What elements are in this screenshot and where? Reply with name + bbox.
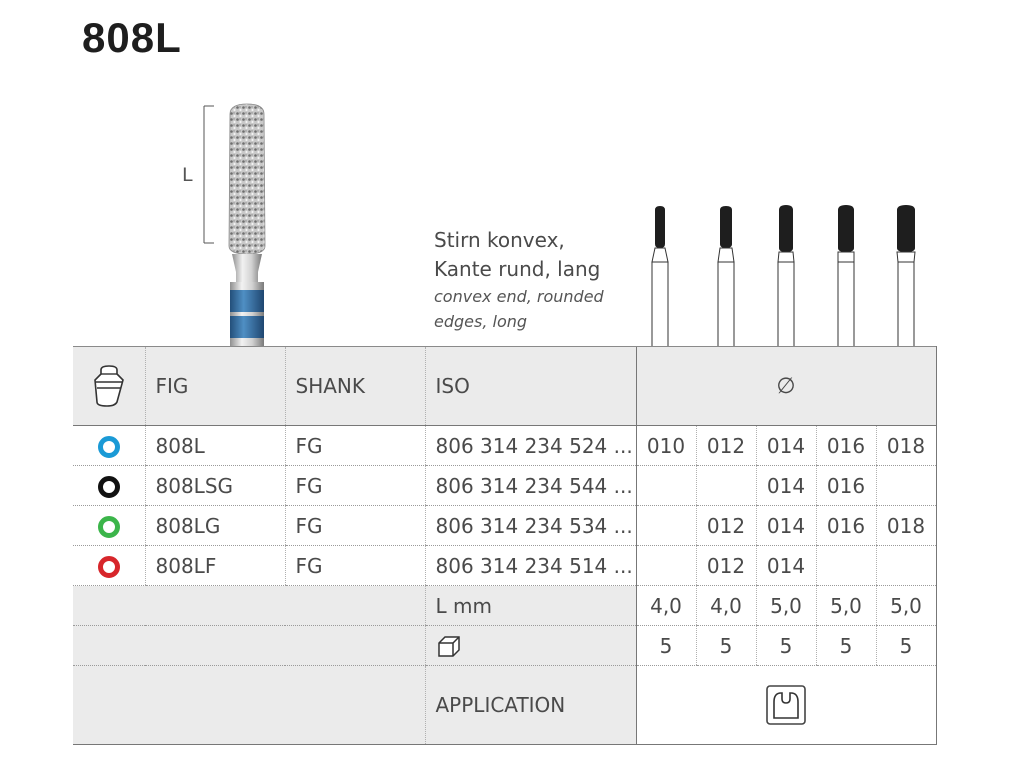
size-variant-010 bbox=[651, 206, 669, 348]
size-cell: 012 bbox=[695, 545, 756, 586]
application-label: APPLICATION bbox=[424, 665, 636, 745]
table-row: 808LG FG 806 314 234 534 ... 012 014 016… bbox=[73, 505, 937, 546]
iso-cell: 806 314 234 534 ... bbox=[424, 505, 636, 546]
package-cell: 5 bbox=[695, 625, 756, 666]
size-variant-018 bbox=[896, 205, 916, 348]
package-cell: 5 bbox=[815, 625, 876, 666]
bur-shank-icon bbox=[93, 365, 124, 407]
size-variant-014 bbox=[777, 205, 795, 348]
shank-cell: FG bbox=[284, 545, 425, 586]
size-cell: 010 bbox=[635, 425, 696, 466]
package-box-icon bbox=[437, 636, 460, 657]
iso-cell: 806 314 234 524 ... bbox=[424, 425, 636, 466]
table-row: 808L FG 806 314 234 524 ... 010 012 014 … bbox=[73, 425, 937, 466]
description-en-line1: convex end, rounded bbox=[434, 287, 604, 306]
size-cell: 014 bbox=[755, 425, 816, 466]
description-de-line2: Kante rund, lang bbox=[434, 257, 601, 281]
description-block: Stirn konvex, Kante rund, lang convex en… bbox=[434, 226, 604, 334]
length-row: L mm 4,0 4,0 5,0 5,0 5,0 bbox=[73, 585, 937, 626]
description-en-line2: edges, long bbox=[434, 312, 528, 331]
length-cell: 4,0 bbox=[635, 585, 696, 626]
length-cell: 5,0 bbox=[815, 585, 876, 626]
size-cell: 016 bbox=[815, 505, 876, 546]
product-title: 808L bbox=[82, 14, 182, 61]
size-cell: 016 bbox=[815, 425, 876, 466]
length-marker-label: L bbox=[182, 164, 193, 186]
size-cell bbox=[695, 465, 756, 506]
color-ring-cell bbox=[73, 425, 145, 466]
size-cell bbox=[875, 545, 937, 586]
shank-cell: FG bbox=[284, 505, 425, 546]
package-label-cell bbox=[424, 625, 636, 666]
fig-cell: 808LF bbox=[144, 545, 285, 586]
color-ring-icon bbox=[97, 555, 120, 578]
size-cell bbox=[815, 545, 876, 586]
size-cell bbox=[635, 505, 696, 546]
application-icon-cell bbox=[635, 665, 937, 745]
application-row: APPLICATION bbox=[73, 665, 937, 745]
fig-cell: 808LG bbox=[144, 505, 285, 546]
package-cell: 5 bbox=[755, 625, 816, 666]
size-variant-012 bbox=[717, 206, 735, 348]
size-cell bbox=[635, 545, 696, 586]
color-ring-cell bbox=[73, 465, 145, 506]
length-label: L mm bbox=[424, 585, 636, 626]
table-row: 808LSG FG 806 314 234 544 ... 014 016 bbox=[73, 465, 937, 506]
application-row-spacer bbox=[73, 665, 425, 745]
size-cell bbox=[635, 465, 696, 506]
product-table: FIG SHANK ISO ∅ 808L FG 806 314 234 524 … bbox=[73, 346, 937, 745]
description-de-line1: Stirn konvex, bbox=[434, 228, 565, 252]
shank-cell: FG bbox=[284, 425, 425, 466]
package-row: 5 5 5 5 5 bbox=[73, 625, 937, 666]
size-cell: 012 bbox=[695, 425, 756, 466]
table-header-row: FIG SHANK ISO ∅ bbox=[73, 346, 937, 426]
header-shank: SHANK bbox=[284, 346, 425, 426]
color-ring-icon bbox=[97, 475, 120, 498]
package-row-spacer bbox=[73, 625, 425, 666]
length-row-spacer bbox=[73, 585, 425, 626]
shank-cell: FG bbox=[284, 465, 425, 506]
header-bur-icon-cell bbox=[73, 346, 145, 426]
header-fig: FIG bbox=[144, 346, 285, 426]
size-cell: 016 bbox=[815, 465, 876, 506]
length-cell: 4,0 bbox=[695, 585, 756, 626]
size-cell: 014 bbox=[755, 505, 816, 546]
tooth-cavity-icon bbox=[766, 685, 806, 725]
size-cell: 012 bbox=[695, 505, 756, 546]
fig-cell: 808L bbox=[144, 425, 285, 466]
size-cell bbox=[875, 465, 937, 506]
color-ring-cell bbox=[73, 545, 145, 586]
header-iso: ISO bbox=[424, 346, 636, 426]
bur-illustration bbox=[203, 103, 266, 350]
size-cell: 018 bbox=[875, 505, 937, 546]
fig-cell: 808LSG bbox=[144, 465, 285, 506]
table-row: 808LF FG 806 314 234 514 ... 012 014 bbox=[73, 545, 937, 586]
package-cell: 5 bbox=[875, 625, 937, 666]
length-cell: 5,0 bbox=[875, 585, 937, 626]
size-cell: 014 bbox=[755, 465, 816, 506]
length-cell: 5,0 bbox=[755, 585, 816, 626]
color-ring-icon bbox=[97, 435, 120, 458]
size-variant-016 bbox=[837, 205, 855, 348]
package-cell: 5 bbox=[635, 625, 696, 666]
color-ring-icon bbox=[97, 515, 120, 538]
color-ring-cell bbox=[73, 505, 145, 546]
size-cell: 018 bbox=[875, 425, 937, 466]
size-cell: 014 bbox=[755, 545, 816, 586]
header-diameter: ∅ bbox=[635, 346, 937, 426]
iso-cell: 806 314 234 514 ... bbox=[424, 545, 636, 586]
size-variant-illustrations bbox=[651, 205, 916, 348]
iso-cell: 806 314 234 544 ... bbox=[424, 465, 636, 506]
